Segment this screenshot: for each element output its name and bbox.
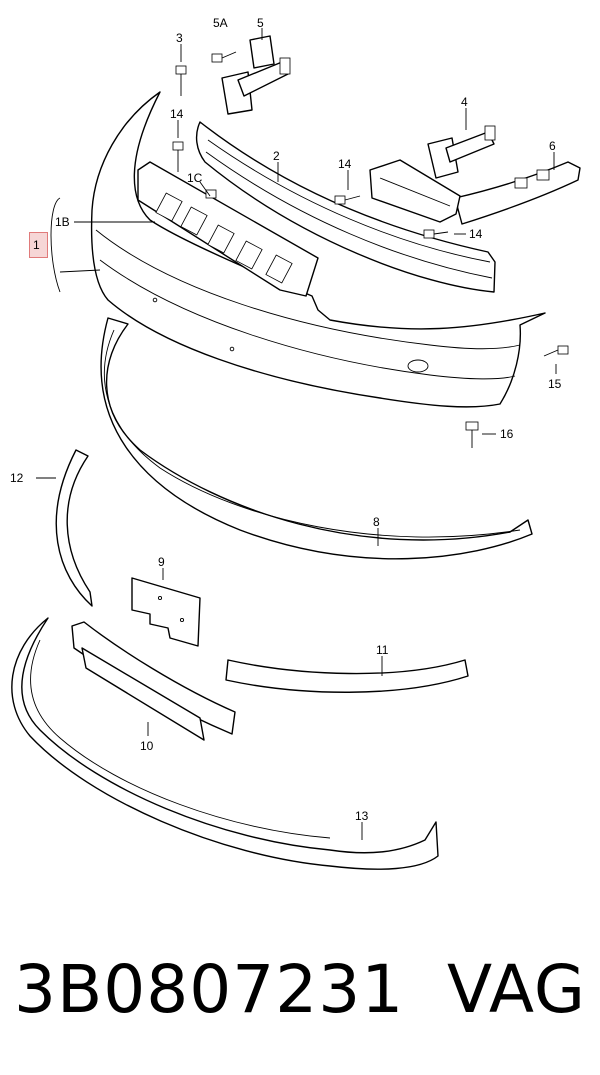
callout-1-highlight: 1: [29, 232, 48, 258]
part-number: 3B0807231: [14, 951, 405, 1028]
callout-14-top: 14: [170, 107, 184, 121]
callout-2: 2: [273, 149, 280, 163]
callout-6: 6: [549, 139, 556, 153]
callout-16: 16: [500, 427, 514, 441]
callout-8: 8: [373, 515, 380, 529]
screw-15: [543, 345, 569, 357]
screw-14-top: [172, 141, 184, 172]
screw-14-right: [423, 229, 449, 239]
callout-9: 9: [158, 555, 165, 569]
callout-1c: 1C: [187, 171, 203, 185]
screw-5a: [211, 51, 237, 63]
callout-3: 3: [176, 31, 183, 45]
callout-15: 15: [548, 377, 562, 391]
part-12-left-lip: [55, 449, 93, 607]
screw-16: [465, 421, 479, 448]
part-8-lower-strip: [100, 317, 533, 560]
callout-5a: 5A: [213, 16, 228, 30]
callout-11: 11: [376, 643, 389, 657]
brand-label: VAG: [446, 951, 586, 1028]
callout-14-right: 14: [469, 227, 483, 241]
callout-10: 10: [140, 739, 154, 753]
leader-lines: [36, 28, 557, 840]
fasteners: [172, 51, 569, 448]
part-1-bumper-cover: [90, 91, 546, 408]
part-10-lower-trim: [71, 621, 236, 741]
part-5-mount-bracket: [221, 35, 291, 115]
callout-13: 13: [355, 809, 369, 823]
part-13-spoiler: [11, 617, 439, 870]
mid-bracket: [369, 159, 461, 223]
callout-12: 12: [10, 471, 24, 485]
callout-4: 4: [461, 95, 468, 109]
part-2-impact-beam: [195, 121, 496, 293]
callout-1b: 1B: [55, 215, 70, 229]
callout-14-mid: 14: [338, 157, 352, 171]
screw-14-mid: [334, 195, 361, 205]
part-1b-grille: [137, 161, 319, 297]
part-6-side-bracket: [454, 161, 581, 225]
part-9-plate-bracket: [131, 577, 201, 647]
callout-labels: 1B 1C 2 3 5A 5 4 6 14 14 14 15 16 12 8 9…: [10, 16, 562, 823]
callout-5: 5: [257, 16, 264, 30]
part-4-mount-bracket: [427, 125, 496, 179]
screw-3: [175, 65, 187, 96]
exploded-parts-diagram: 1B 1C 2 3 5A 5 4 6 14 14 14 15 16 12 8 9…: [10, 16, 581, 870]
part-11-right-strip: [225, 659, 469, 693]
footer: 3B0807231 VAG: [0, 940, 600, 1050]
